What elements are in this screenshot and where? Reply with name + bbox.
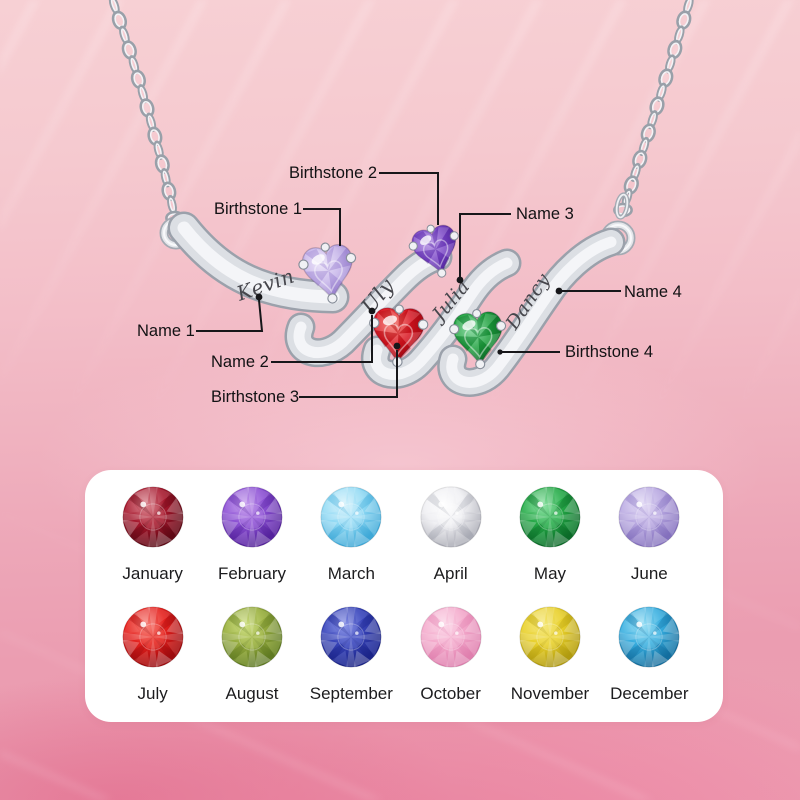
birthstone-cell-august: August [202, 602, 301, 704]
gem-icon [316, 602, 386, 672]
birthstone-gem-july [122, 606, 184, 668]
birthstone-month-label: March [327, 564, 375, 583]
pendant-gems [298, 224, 507, 370]
callout-label-name-1: Name 1 [137, 322, 195, 340]
callout-label-name-3: Name 3 [516, 205, 574, 223]
birthstone-month-label: April [433, 564, 468, 583]
birthstone-cell-april: April [401, 482, 500, 584]
birthstone-gem-january [122, 486, 184, 548]
birthstone-chart-panel: January February March [85, 470, 723, 722]
gem-icon [316, 482, 386, 552]
birthstone-gem-march [320, 486, 382, 548]
birthstone-cell-december: December [600, 602, 699, 704]
gem-icon [416, 482, 486, 552]
callout-label-birthstone-4: Birthstone 4 [565, 343, 654, 361]
gem-icon [217, 602, 287, 672]
gem-icon [118, 482, 188, 552]
pendant-birthstone-2 [408, 224, 459, 278]
birthstone-month-label: August [225, 684, 279, 703]
birthstone-cell-may: May [500, 482, 599, 584]
pendant-birthstone-3 [369, 304, 429, 368]
callout-lines [196, 172, 621, 398]
callout-label-birthstone-2: Birthstone 2 [289, 164, 378, 182]
birthstone-cell-october: October [401, 602, 500, 704]
birthstone-gem-april [420, 486, 482, 548]
birthstone-cell-march: March [302, 482, 401, 584]
birthstone-gem-february [221, 486, 283, 548]
callout-label-birthstone-3: Birthstone 3 [211, 388, 300, 406]
birthstone-month-label: October [420, 684, 481, 703]
gem-icon [217, 482, 287, 552]
birthstone-cell-july: July [103, 602, 202, 704]
birthstone-gem-june [618, 486, 680, 548]
birthstone-month-label: September [309, 684, 393, 703]
pendant-bands [167, 211, 626, 397]
birthstone-gem-december [618, 606, 680, 668]
gem-icon [118, 602, 188, 672]
birthstone-gem-september [320, 606, 382, 668]
birthstone-gem-may [519, 486, 581, 548]
birthstone-month-label: November [510, 684, 590, 703]
callout-label-name-4: Name 4 [624, 283, 682, 301]
birthstone-cell-september: September [302, 602, 401, 704]
birthstone-month-label: January [122, 564, 183, 583]
gem-icon [515, 482, 585, 552]
birthstone-gem-august [221, 606, 283, 668]
gem-icon [614, 482, 684, 552]
birthstone-cell-november: November [500, 602, 599, 704]
gem-icon [416, 602, 486, 672]
birthstone-month-grid: January February March [85, 470, 723, 704]
birthstone-month-label: July [137, 684, 168, 703]
gem-icon [614, 602, 684, 672]
birthstone-cell-june: June [600, 482, 699, 584]
birthstone-gem-october [420, 606, 482, 668]
pendant-birthstone-1 [298, 242, 357, 304]
callout-label-name-2: Name 2 [211, 353, 269, 371]
birthstone-month-label: May [533, 564, 567, 583]
birthstone-month-label: February [217, 564, 286, 583]
birthstone-cell-february: February [202, 482, 301, 584]
birthstone-month-label: June [630, 564, 668, 583]
birthstone-month-label: December [610, 684, 689, 703]
callout-label-birthstone-1: Birthstone 1 [214, 200, 303, 218]
pendant-birthstone-4 [449, 309, 507, 370]
gem-icon [515, 602, 585, 672]
necklace-chain [108, 0, 694, 226]
birthstone-cell-january: January [103, 482, 202, 584]
birthstone-gem-november [519, 606, 581, 668]
